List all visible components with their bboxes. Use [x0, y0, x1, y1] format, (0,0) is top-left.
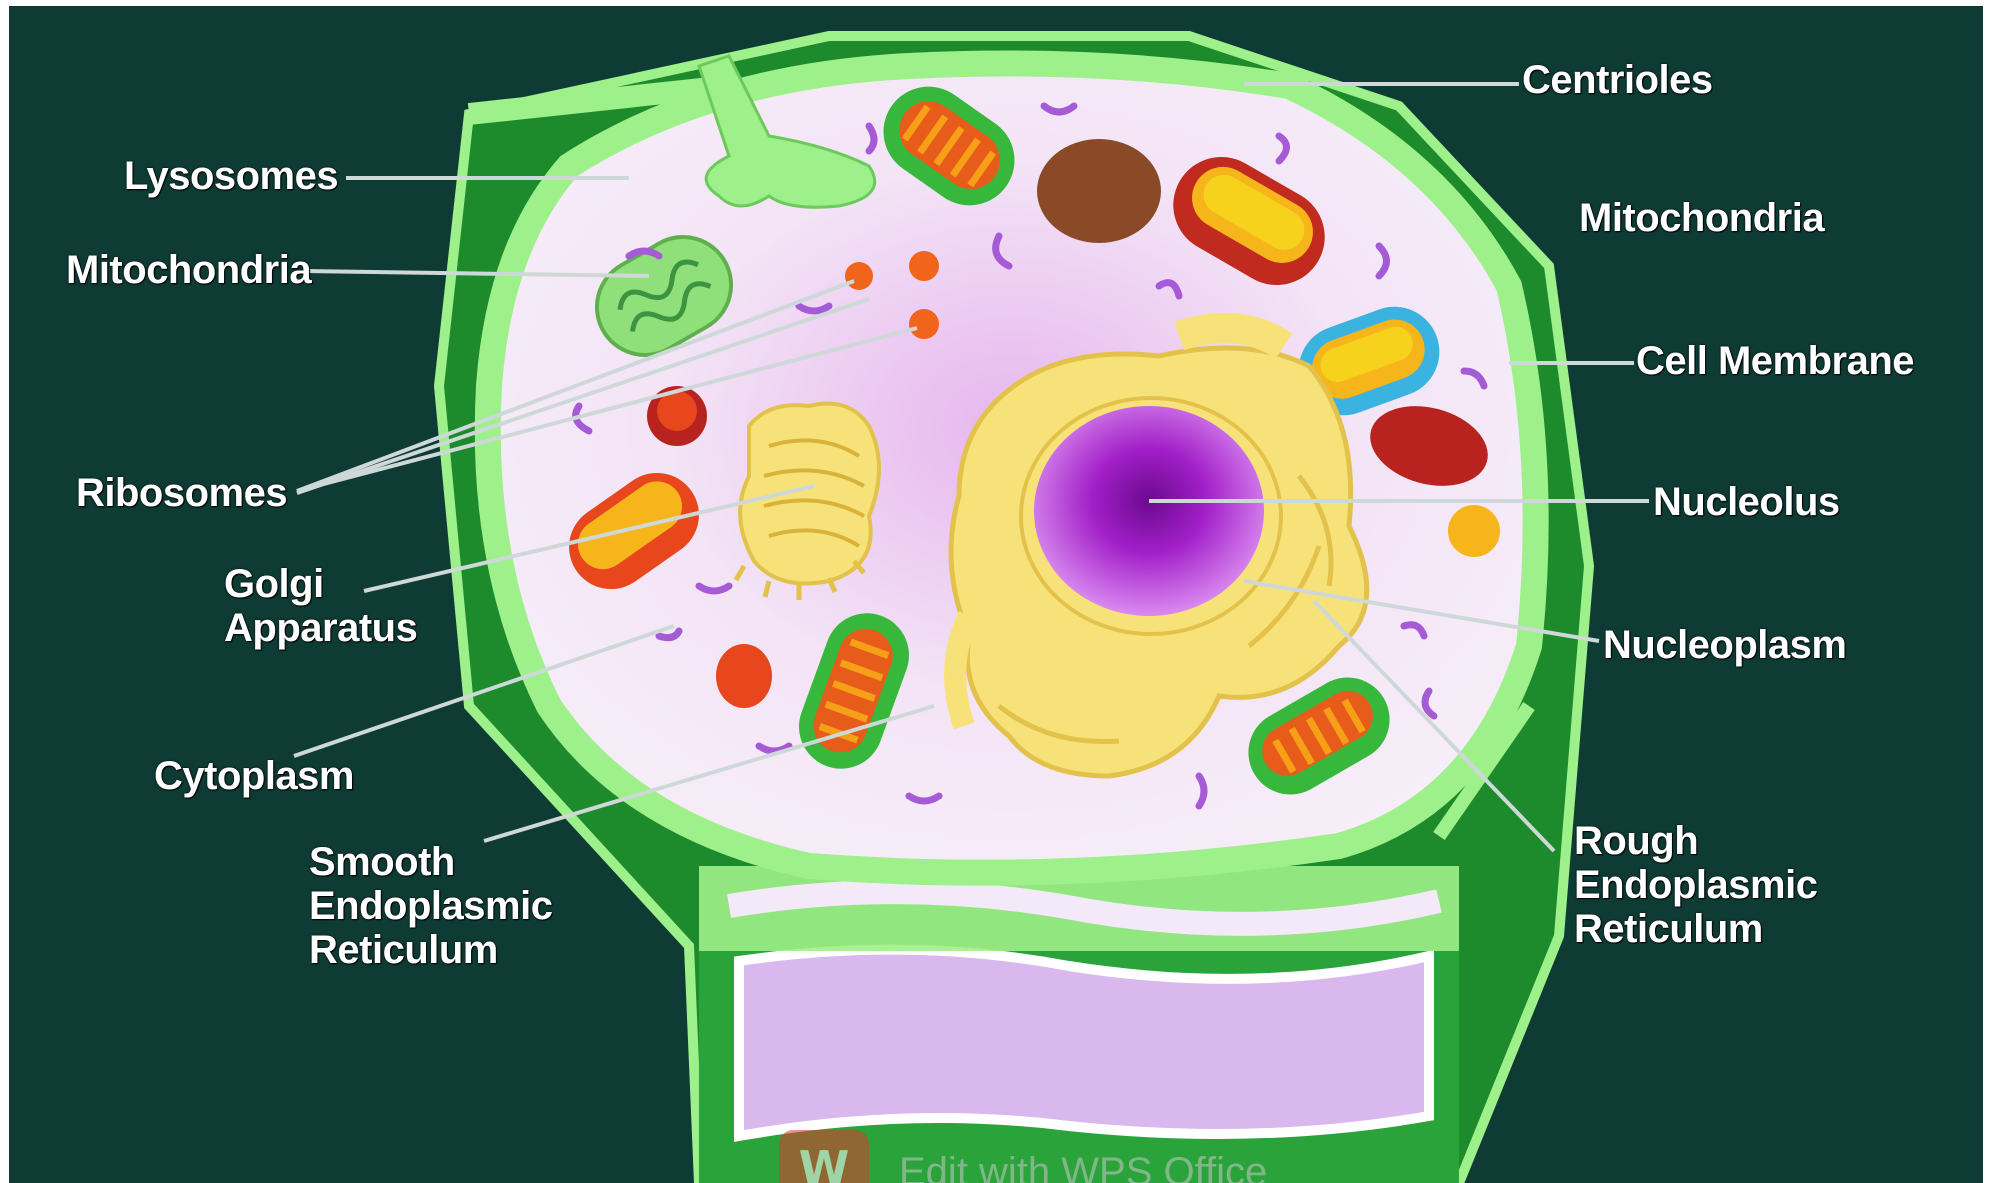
- label-rough-er-line-3: Reticulum: [1574, 907, 1817, 951]
- label-golgi-apparatus: Golgi Apparatus: [224, 562, 417, 650]
- label-mitochondria-left: Mitochondria: [66, 248, 311, 292]
- label-smooth-er: Smooth Endoplasmic Reticulum: [309, 840, 552, 972]
- wps-watermark[interactable]: W Edit with WPS Office: [779, 1130, 1267, 1183]
- label-cell-membrane: Cell Membrane: [1636, 339, 1914, 383]
- label-golgi-line-1: Golgi: [224, 562, 417, 606]
- label-ribosomes: Ribosomes: [76, 471, 287, 515]
- label-smooth-er-line-3: Reticulum: [309, 928, 552, 972]
- label-nucleoplasm: Nucleoplasm: [1603, 623, 1846, 667]
- wps-watermark-text: Edit with WPS Office: [899, 1150, 1267, 1183]
- label-smooth-er-line-1: Smooth: [309, 840, 552, 884]
- label-centrioles: Centrioles: [1522, 58, 1713, 102]
- label-rough-er-line-2: Endoplasmic: [1574, 863, 1817, 907]
- wps-logo-icon: W: [779, 1130, 869, 1183]
- diagram-canvas: Centrioles Lysosomes Mitochondria Mitoch…: [9, 6, 1983, 1183]
- label-lysosomes: Lysosomes: [124, 154, 338, 198]
- label-mitochondria-right: Mitochondria: [1579, 196, 1824, 240]
- label-smooth-er-line-2: Endoplasmic: [309, 884, 552, 928]
- label-nucleolus: Nucleolus: [1653, 480, 1840, 524]
- nucleus: [1021, 398, 1281, 634]
- label-rough-er: Rough Endoplasmic Reticulum: [1574, 819, 1817, 951]
- label-rough-er-line-1: Rough: [1574, 819, 1817, 863]
- label-golgi-line-2: Apparatus: [224, 606, 417, 650]
- label-cytoplasm: Cytoplasm: [154, 754, 354, 798]
